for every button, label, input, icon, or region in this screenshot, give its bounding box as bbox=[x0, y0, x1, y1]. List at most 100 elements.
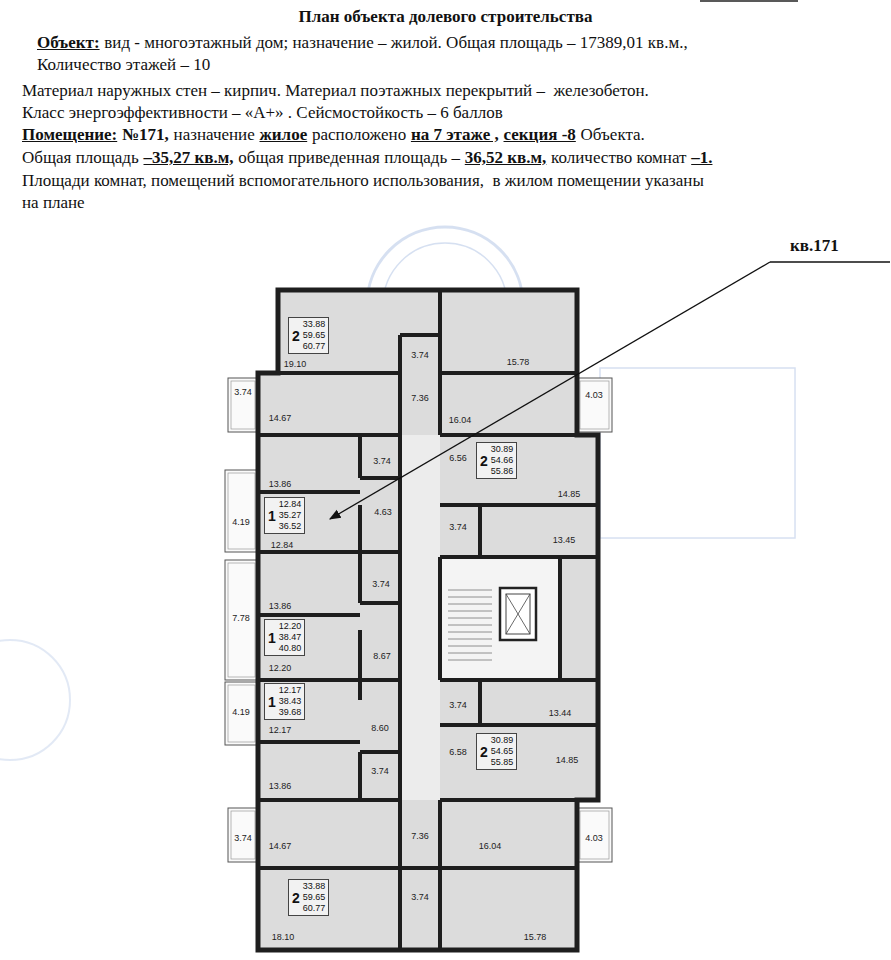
interior-wall bbox=[258, 550, 400, 554]
header-line: Количество этажей – 10 bbox=[37, 54, 210, 76]
header-line: Класс энергоэффективности – «А+» . Сейсм… bbox=[22, 102, 503, 124]
stair-step bbox=[448, 646, 492, 647]
interior-wall bbox=[440, 433, 598, 437]
leader-line bbox=[330, 262, 770, 519]
interior-wall bbox=[400, 333, 440, 337]
room-area: 3.74 bbox=[372, 579, 390, 589]
room-area: 3.74 bbox=[411, 892, 429, 902]
room-area: 13.86 bbox=[269, 601, 292, 611]
room-area: 3.74 bbox=[371, 766, 389, 776]
apartment-info-box: 112.1738.4339.68 bbox=[264, 683, 305, 720]
room-area: 15.78 bbox=[524, 932, 547, 942]
area-value: 54.65 bbox=[491, 746, 514, 757]
stair-step bbox=[448, 611, 492, 612]
area-value: 39.68 bbox=[279, 707, 302, 718]
header-text: Помещение: bbox=[22, 124, 117, 146]
area-column: 12.2038.4740.80 bbox=[279, 621, 302, 654]
room-area: 15.78 bbox=[507, 357, 530, 367]
room-area: 12.20 bbox=[269, 663, 292, 673]
header-text: Площади комнат, помещений вспомогательно… bbox=[22, 170, 704, 192]
callout-underline bbox=[770, 261, 890, 262]
room-area: 7.36 bbox=[411, 393, 429, 403]
room-area: 14.67 bbox=[269, 413, 292, 423]
interior-wall bbox=[358, 552, 362, 603]
stair-step bbox=[448, 604, 492, 605]
stair-step bbox=[448, 660, 492, 661]
area-value: 36.52 bbox=[279, 521, 302, 532]
area-value: 40.80 bbox=[279, 643, 302, 654]
area-value: 30.89 bbox=[491, 735, 514, 746]
header-text: расположено bbox=[312, 124, 406, 146]
interior-wall bbox=[440, 503, 598, 507]
room-count: 2 bbox=[292, 328, 300, 344]
area-value: 60.77 bbox=[303, 903, 326, 914]
interior-wall bbox=[358, 680, 362, 700]
apartment-info-box: 112.8435.2736.52 bbox=[264, 497, 305, 534]
room-area: 13.86 bbox=[269, 479, 292, 489]
stamp-seal bbox=[0, 640, 70, 760]
header-text: общая приведенная площадь – bbox=[238, 147, 460, 169]
interior-wall bbox=[358, 752, 362, 800]
area-column: 30.8954.6555.85 bbox=[491, 735, 514, 768]
header-line: Материал наружных стен – кирпич. Материа… bbox=[22, 80, 649, 102]
room-count: 2 bbox=[292, 890, 300, 906]
header-text: 36,52 кв.м, bbox=[465, 147, 547, 169]
room-area: 4.19 bbox=[232, 707, 250, 717]
room-count: 1 bbox=[268, 508, 276, 524]
rule-line bbox=[700, 0, 798, 2]
room-area: 13.45 bbox=[553, 535, 576, 545]
elevator-cross bbox=[506, 594, 530, 634]
header-text: вид - многоэтажный дом; назначение – жил… bbox=[104, 32, 687, 54]
stair-step bbox=[448, 653, 492, 654]
room-area: 3.74 bbox=[411, 350, 429, 360]
elevator-cab bbox=[506, 594, 530, 634]
room-area: 12.17 bbox=[269, 725, 292, 735]
interior-wall bbox=[440, 678, 598, 682]
area-value: 35.27 bbox=[279, 510, 302, 521]
header-text: Количество этажей – 10 bbox=[37, 54, 210, 76]
room-area: 8.67 bbox=[373, 651, 391, 661]
room-area: 3.74 bbox=[234, 833, 252, 843]
interior-wall bbox=[258, 798, 400, 802]
interior-wall bbox=[258, 433, 400, 437]
room-count: 2 bbox=[480, 744, 488, 760]
balcony bbox=[225, 470, 258, 552]
balcony-rail bbox=[228, 563, 255, 677]
room-area: 3.74 bbox=[449, 522, 467, 532]
header-line: Помещение:№171,назначениежилоерасположен… bbox=[22, 124, 645, 146]
area-value: 38.43 bbox=[279, 696, 302, 707]
interior-wall bbox=[360, 476, 400, 480]
area-value: 30.89 bbox=[491, 444, 514, 455]
room-area: 12.84 bbox=[271, 540, 294, 550]
interior-wall bbox=[398, 335, 402, 435]
interior-wall bbox=[258, 866, 400, 870]
area-value: 12.20 bbox=[279, 621, 302, 632]
header-line: на плане bbox=[22, 192, 85, 214]
document-title: План объекта долевого строительства bbox=[0, 7, 891, 27]
area-column: 12.8435.2736.52 bbox=[279, 499, 302, 532]
header-text: Класс энергоэффективности – «А+» . Сейсм… bbox=[22, 102, 503, 124]
interior-wall bbox=[258, 740, 360, 744]
area-column: 33.8859.6560.77 bbox=[303, 319, 326, 352]
area-value: 54.66 bbox=[491, 455, 514, 466]
room-area: 18.10 bbox=[272, 932, 295, 942]
corridor bbox=[400, 435, 440, 800]
balcony-rail bbox=[228, 473, 255, 549]
header-text: –35,27 кв.м, bbox=[144, 147, 234, 169]
area-column: 33.8859.6560.77 bbox=[303, 881, 326, 914]
header-text: секция -8 bbox=[504, 124, 576, 146]
room-area: 16.04 bbox=[479, 841, 502, 851]
interior-wall bbox=[438, 557, 442, 680]
interior-wall bbox=[358, 630, 362, 680]
room-count: 1 bbox=[268, 694, 276, 710]
interior-wall bbox=[440, 723, 598, 727]
interior-wall bbox=[398, 800, 402, 950]
header-text: Материал наружных стен – кирпич. Материа… bbox=[22, 80, 649, 102]
stair-step bbox=[448, 632, 492, 633]
room-area: 6.56 bbox=[449, 453, 467, 463]
header-text: жилое bbox=[259, 124, 307, 146]
stair-step bbox=[448, 625, 492, 626]
area-column: 12.1738.4339.68 bbox=[279, 685, 302, 718]
header-text: №171, bbox=[122, 124, 169, 146]
header-text: на 7 этаже , bbox=[411, 124, 499, 146]
